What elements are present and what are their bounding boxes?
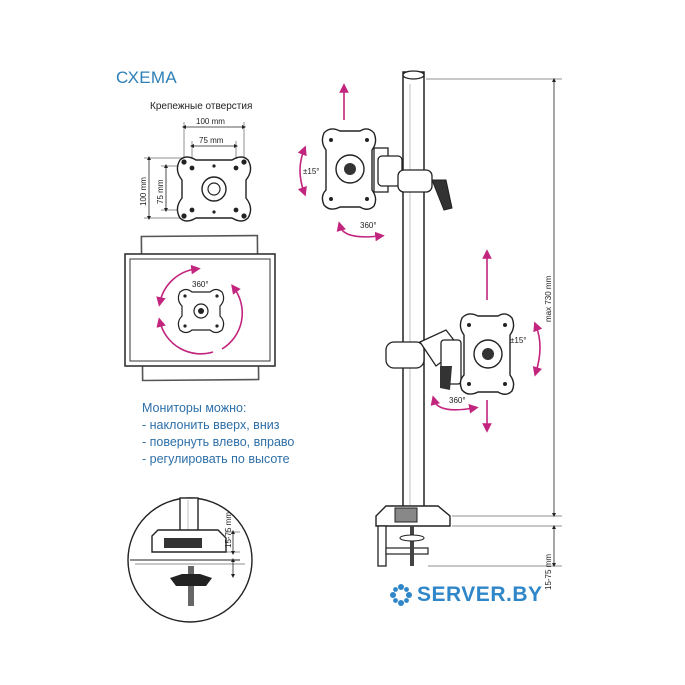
lower-arm bbox=[385, 313, 515, 395]
brand-name: SERVER.BY bbox=[417, 583, 543, 606]
height-dimensions bbox=[426, 78, 562, 567]
clamp-detail-inset bbox=[127, 497, 253, 623]
brand-watermark: SERVER.BY bbox=[389, 583, 543, 607]
brand-logo-icon bbox=[390, 584, 412, 606]
clamp-dim-label: 15-75 mm bbox=[224, 512, 233, 548]
capabilities-heading: Мониторы можно: bbox=[142, 401, 247, 415]
max-height-label: max 730 mm bbox=[544, 275, 553, 322]
desk-thickness-label: 15-75 mm bbox=[544, 554, 553, 590]
upper-rotate-label: 360° bbox=[360, 221, 377, 230]
diagram-title: СХЕМА bbox=[116, 68, 177, 87]
dim-75-vertical: 75 mm bbox=[156, 179, 165, 204]
movement-arrows bbox=[297, 83, 543, 433]
capability-item: - регулировать по высоте bbox=[142, 452, 290, 466]
vesa-plate-drawing bbox=[144, 122, 252, 222]
dim-75-horizontal: 75 mm bbox=[199, 136, 224, 145]
dim-100-vertical: 100 mm bbox=[139, 177, 148, 206]
capability-item: - повернуть влево, вправо bbox=[142, 435, 295, 449]
lower-tilt-label: ±15° bbox=[510, 336, 527, 345]
monitor-rotation-drawing bbox=[124, 234, 276, 382]
mount-pole bbox=[402, 70, 425, 511]
mounting-holes-label: Крепежные отверстия bbox=[150, 101, 253, 112]
monitor-rotate-360: 360° bbox=[192, 280, 209, 289]
lower-rotate-label: 360° bbox=[449, 396, 466, 405]
dim-100-horizontal: 100 mm bbox=[196, 117, 225, 126]
capability-item: - наклонить вверх, вниз bbox=[142, 418, 280, 432]
upper-arm bbox=[321, 128, 453, 211]
capabilities-list: Мониторы можно: - наклонить вверх, вниз … bbox=[142, 400, 294, 468]
upper-tilt-label: ±15° bbox=[303, 167, 320, 176]
desk-clamp bbox=[375, 505, 451, 567]
